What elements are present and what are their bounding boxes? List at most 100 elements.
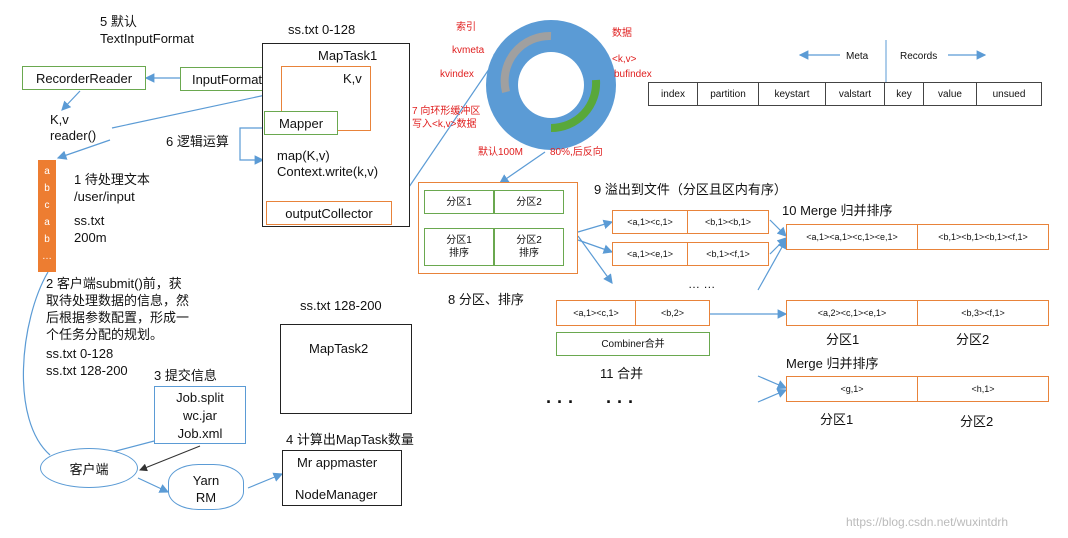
combiner-input-part1: <a,1><c,1> [556, 300, 636, 326]
submit-desc-6: ss.txt 128-200 [46, 363, 128, 378]
mr-appmaster-label: Mr appmaster [297, 455, 378, 470]
rm-label: RM [195, 490, 217, 505]
combiner-box: Combiner合并 [556, 332, 710, 356]
partition-sort-label: 8 分区、排序 [448, 292, 524, 307]
ring-kvindex-label: kvindex [440, 69, 474, 80]
input-letter: b [44, 234, 50, 245]
combined-partition-1: 分区1 [826, 332, 860, 347]
input-letter: … [42, 251, 52, 262]
input-letter: a [44, 166, 50, 177]
file-range-1: ss.txt 0-128 [288, 22, 356, 37]
job-files-box: Job.split wc.jar Job.xml [154, 386, 246, 444]
watermark: https://blog.csdn.net/wuxintdrh [846, 515, 1009, 529]
record-field-key: key [884, 82, 924, 106]
input-label-3: ss.txt [74, 213, 105, 228]
combined-result-part1: <a,2><c,1><e,1> [786, 300, 918, 326]
job-split: Job.split [176, 390, 224, 405]
ring-kvmeta-label: kvmeta [452, 45, 485, 56]
submit-desc-3: 后根据参数配置，形成一 [46, 310, 190, 325]
kv-reader-label: K,v [50, 112, 69, 127]
input-label-4: 200m [74, 230, 107, 245]
merge-result-part1: <a,1><a,1><c,1><e,1> [786, 224, 918, 250]
maptask2-title: MapTask2 [309, 341, 369, 356]
map-call-label: map(K,v) [277, 148, 330, 163]
partition-2-sorted: 分区2 排序 [494, 228, 564, 266]
default-format-label: TextInputFormat [100, 31, 194, 46]
partition-2-cell: 分区2 [494, 190, 564, 214]
spill-row1-part2: <b,1><b,1> [687, 210, 769, 234]
spill-row1-part1: <a,1><c,1> [612, 210, 688, 234]
mapper-box: Mapper [264, 111, 338, 135]
calc-maptask-label: 4 计算出MapTask数量 [286, 432, 414, 447]
ring-reverse-label: 80%,后反向 [550, 147, 603, 158]
big-ellipsis-1: · · · [546, 392, 574, 412]
combiner-input-part2: <b,2> [635, 300, 710, 326]
job-jar: wc.jar [183, 408, 217, 423]
yarn-rm-cloud: Yarn RM [168, 464, 244, 510]
kv-top-label: K,v [343, 71, 362, 86]
merge2-part1: <g,1> [786, 376, 918, 402]
meta-field-index: index [648, 82, 698, 106]
submit-info-label: 3 提交信息 [154, 368, 217, 383]
ring-index-label: 索引 [456, 22, 476, 33]
spill-ellipsis: … … [688, 277, 716, 291]
maptask2-box: MapTask2 [280, 324, 412, 414]
context-write-label: Context.write(k,v) [277, 164, 379, 179]
meta-field-valstart: valstart [825, 82, 885, 106]
ring-data-label: 数据 [612, 28, 632, 39]
combined-partition-2: 分区2 [956, 332, 990, 347]
meta-field-keystart: keystart [758, 82, 826, 106]
input-label-2: /user/input [74, 189, 135, 204]
spill-row2-part2: <b,1><f,1> [687, 242, 769, 266]
merge2-partition-2: 分区2 [960, 414, 994, 429]
input-format-box: InputFormat [180, 67, 274, 91]
input-letter: a [44, 217, 50, 228]
logic-op-label: 6 逻辑运算 [166, 134, 229, 149]
ring-bufindex-label: bufindex [614, 69, 652, 80]
merge-result-part2: <b,1><b,1><b,1><f,1> [917, 224, 1049, 250]
submit-desc-1: 2 客户端submit()前，获 [46, 276, 182, 291]
meta-field-partition: partition [697, 82, 759, 106]
ring-write-2: 写入<k,v>数据 [412, 119, 477, 130]
meta-label: Meta [846, 51, 869, 62]
merge2-partition-1: 分区1 [820, 412, 854, 427]
appmaster-box: Mr appmaster NodeManager [282, 450, 402, 506]
yarn-label: Yarn [192, 473, 220, 488]
file-range-2: ss.txt 128-200 [300, 298, 382, 313]
default-step-label: 5 默认 [100, 14, 137, 29]
ring-write-1: 7 向环形缓冲区 [412, 106, 481, 117]
input-letter: c [44, 200, 50, 211]
merge-label-2: Merge 归并排序 [786, 356, 879, 371]
partition-1-cell: 分区1 [424, 190, 494, 214]
submit-desc-2: 取待处理数据的信息，然 [46, 293, 190, 308]
merge-label: 10 Merge 归并排序 [782, 203, 893, 218]
submit-desc-4: 个任务分配的规划。 [46, 327, 164, 342]
ring-kv-label: <k,v> [612, 54, 637, 65]
spill-row2-part1: <a,1><e,1> [612, 242, 688, 266]
maptask1-title: MapTask1 [318, 48, 378, 63]
ring-default-label: 默认100M [478, 147, 524, 158]
partition-1-sorted: 分区1 排序 [424, 228, 494, 266]
output-collector-box: outputCollector [266, 201, 392, 225]
client-node: 客户端 [40, 448, 138, 488]
big-ellipsis-2: · · · [606, 392, 634, 412]
merge2-part2: <h,1> [917, 376, 1049, 402]
reader-call-label: reader() [50, 128, 97, 143]
input-letter: b [44, 183, 50, 194]
submit-desc-5: ss.txt 0-128 [46, 346, 114, 361]
record-field-value: value [923, 82, 977, 106]
combine-label: 11 合并 [600, 366, 644, 381]
records-label: Records [900, 51, 938, 62]
ring-buffer-inner [518, 52, 584, 118]
input-label-1: 1 待处理文本 [74, 172, 150, 187]
recorder-reader-box: RecorderReader [22, 66, 146, 90]
node-manager-label: NodeManager [295, 487, 378, 502]
record-field-unsued: unsued [976, 82, 1042, 106]
combined-result-part2: <b,3><f,1> [917, 300, 1049, 326]
job-xml: Job.xml [177, 426, 223, 441]
spill-label: 9 溢出到文件（分区且区内有序） [594, 182, 787, 197]
